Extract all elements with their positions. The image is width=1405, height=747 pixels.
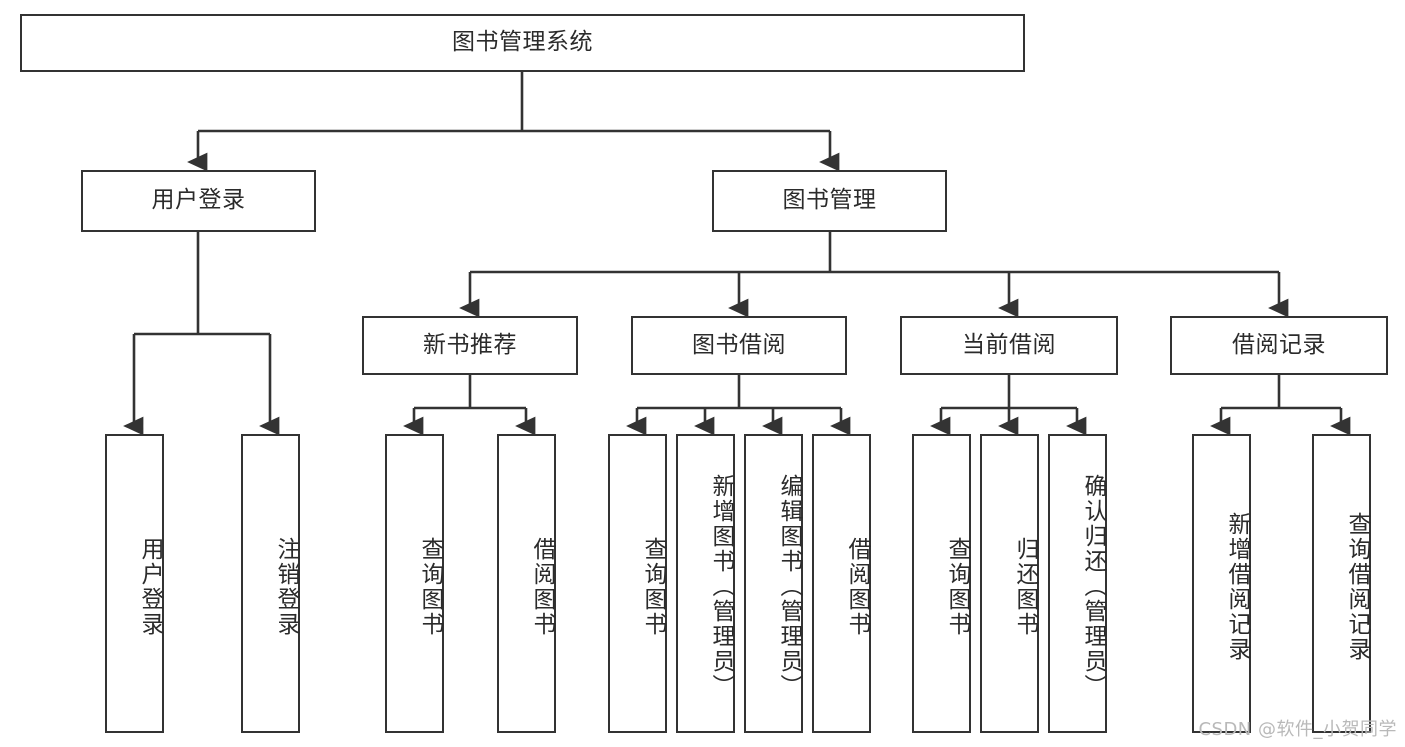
- node-user-login-label: 用户登录: [151, 187, 246, 214]
- node-leaf-borrow-book-1-label: 借阅图书: [529, 536, 555, 637]
- node-book-borrow-label: 图书借阅: [692, 331, 786, 358]
- node-leaf-logout-login-label: 注销登录: [273, 536, 299, 637]
- node-root-label: 图书管理系统: [452, 29, 593, 56]
- node-leaf-return-book[interactable]: 归还图书: [980, 434, 1039, 733]
- node-leaf-query-book-2-label: 查询图书: [640, 536, 666, 637]
- node-borrow-record[interactable]: 借阅记录: [1170, 316, 1388, 375]
- node-book-borrow[interactable]: 图书借阅: [631, 316, 847, 375]
- node-root[interactable]: 图书管理系统: [20, 14, 1025, 72]
- node-leaf-borrow-book-2-label: 借阅图书: [844, 536, 870, 637]
- node-leaf-edit-book[interactable]: 编辑图书（管理员）: [744, 434, 803, 733]
- node-leaf-query-book-1-label: 查询图书: [417, 536, 443, 637]
- node-leaf-query-record[interactable]: 查询借阅记录: [1312, 434, 1371, 733]
- node-leaf-add-book[interactable]: 新增图书（管理员）: [676, 434, 735, 733]
- node-borrow-record-label: 借阅记录: [1232, 331, 1326, 358]
- node-leaf-borrow-book-1[interactable]: 借阅图书: [497, 434, 556, 733]
- csdn-watermark: CSDN @软件_小贺同学: [1198, 719, 1397, 740]
- node-leaf-query-book-1[interactable]: 查询图书: [385, 434, 444, 733]
- node-leaf-edit-book-label: 编辑图书（管理员）: [776, 474, 802, 699]
- node-book-manage-label: 图书管理: [782, 187, 877, 214]
- node-user-login[interactable]: 用户登录: [81, 170, 316, 232]
- node-leaf-add-book-label: 新增图书（管理员）: [708, 474, 734, 699]
- node-leaf-logout-login[interactable]: 注销登录: [241, 434, 300, 733]
- node-leaf-return-book-label: 归还图书: [1012, 536, 1038, 637]
- node-leaf-confirm-return[interactable]: 确认归还（管理员）: [1048, 434, 1107, 733]
- node-book-manage[interactable]: 图书管理: [712, 170, 947, 232]
- node-current-borrow[interactable]: 当前借阅: [900, 316, 1118, 375]
- node-leaf-user-login[interactable]: 用户登录: [105, 434, 164, 733]
- node-leaf-borrow-book-2[interactable]: 借阅图书: [812, 434, 871, 733]
- node-leaf-confirm-return-label: 确认归还（管理员）: [1080, 474, 1106, 699]
- node-new-book-recommend[interactable]: 新书推荐: [362, 316, 578, 375]
- node-leaf-user-login-label: 用户登录: [137, 536, 163, 637]
- node-leaf-add-record-label: 新增借阅记录: [1224, 511, 1250, 662]
- node-leaf-query-record-label: 查询借阅记录: [1344, 511, 1370, 662]
- node-leaf-query-book-3-label: 查询图书: [944, 536, 970, 637]
- node-leaf-query-book-3[interactable]: 查询图书: [912, 434, 971, 733]
- node-leaf-query-book-2[interactable]: 查询图书: [608, 434, 667, 733]
- node-leaf-add-record[interactable]: 新增借阅记录: [1192, 434, 1251, 733]
- node-current-borrow-label: 当前借阅: [962, 331, 1056, 358]
- node-new-book-recommend-label: 新书推荐: [423, 331, 517, 358]
